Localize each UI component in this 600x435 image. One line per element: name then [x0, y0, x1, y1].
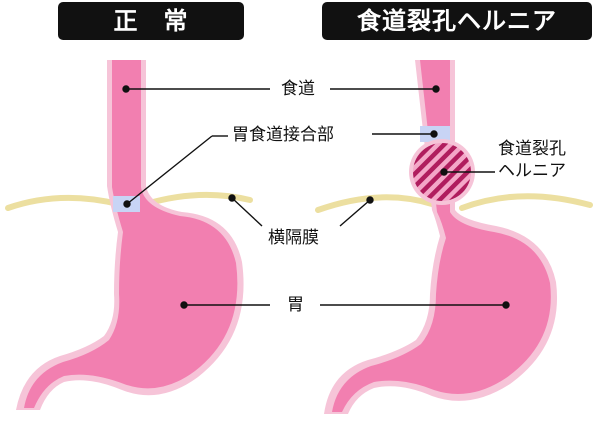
normal-anatomy: [16, 60, 244, 410]
leader-dot: [228, 194, 236, 202]
diaphragm-right: [315, 193, 593, 213]
leader-diaphragm-right: [339, 199, 371, 227]
normal-header: 正 常: [58, 2, 244, 40]
leader-gej-left: [126, 135, 213, 205]
label-hernia: 食道裂孔 ヘルニア: [498, 138, 566, 182]
label-stomach: 胃: [287, 295, 304, 315]
leader-dot: [502, 301, 510, 309]
leader-diaphragm-left: [231, 197, 263, 227]
label-diaphragm: 横隔膜: [268, 228, 319, 248]
label-hernia-line1: 食道裂孔: [498, 139, 566, 159]
hernia-stomach: [332, 60, 551, 412]
normal-stomach: [24, 60, 238, 408]
leader-dot: [122, 85, 130, 93]
leader-dot: [366, 196, 374, 204]
leader-dot: [440, 168, 448, 176]
leader-dot: [430, 130, 438, 138]
leader-dot: [432, 85, 440, 93]
hernia-header: 食道裂孔ヘルニア: [322, 2, 592, 40]
leader-dot: [123, 200, 131, 208]
diaphragm-left: [5, 191, 253, 211]
hernia-anatomy: [324, 60, 558, 414]
leader-dot: [180, 301, 188, 309]
label-esophagus: 食道: [281, 79, 315, 99]
label-gej: 胃食道接合部: [232, 125, 334, 145]
label-hernia-line2: ヘルニア: [498, 161, 566, 181]
